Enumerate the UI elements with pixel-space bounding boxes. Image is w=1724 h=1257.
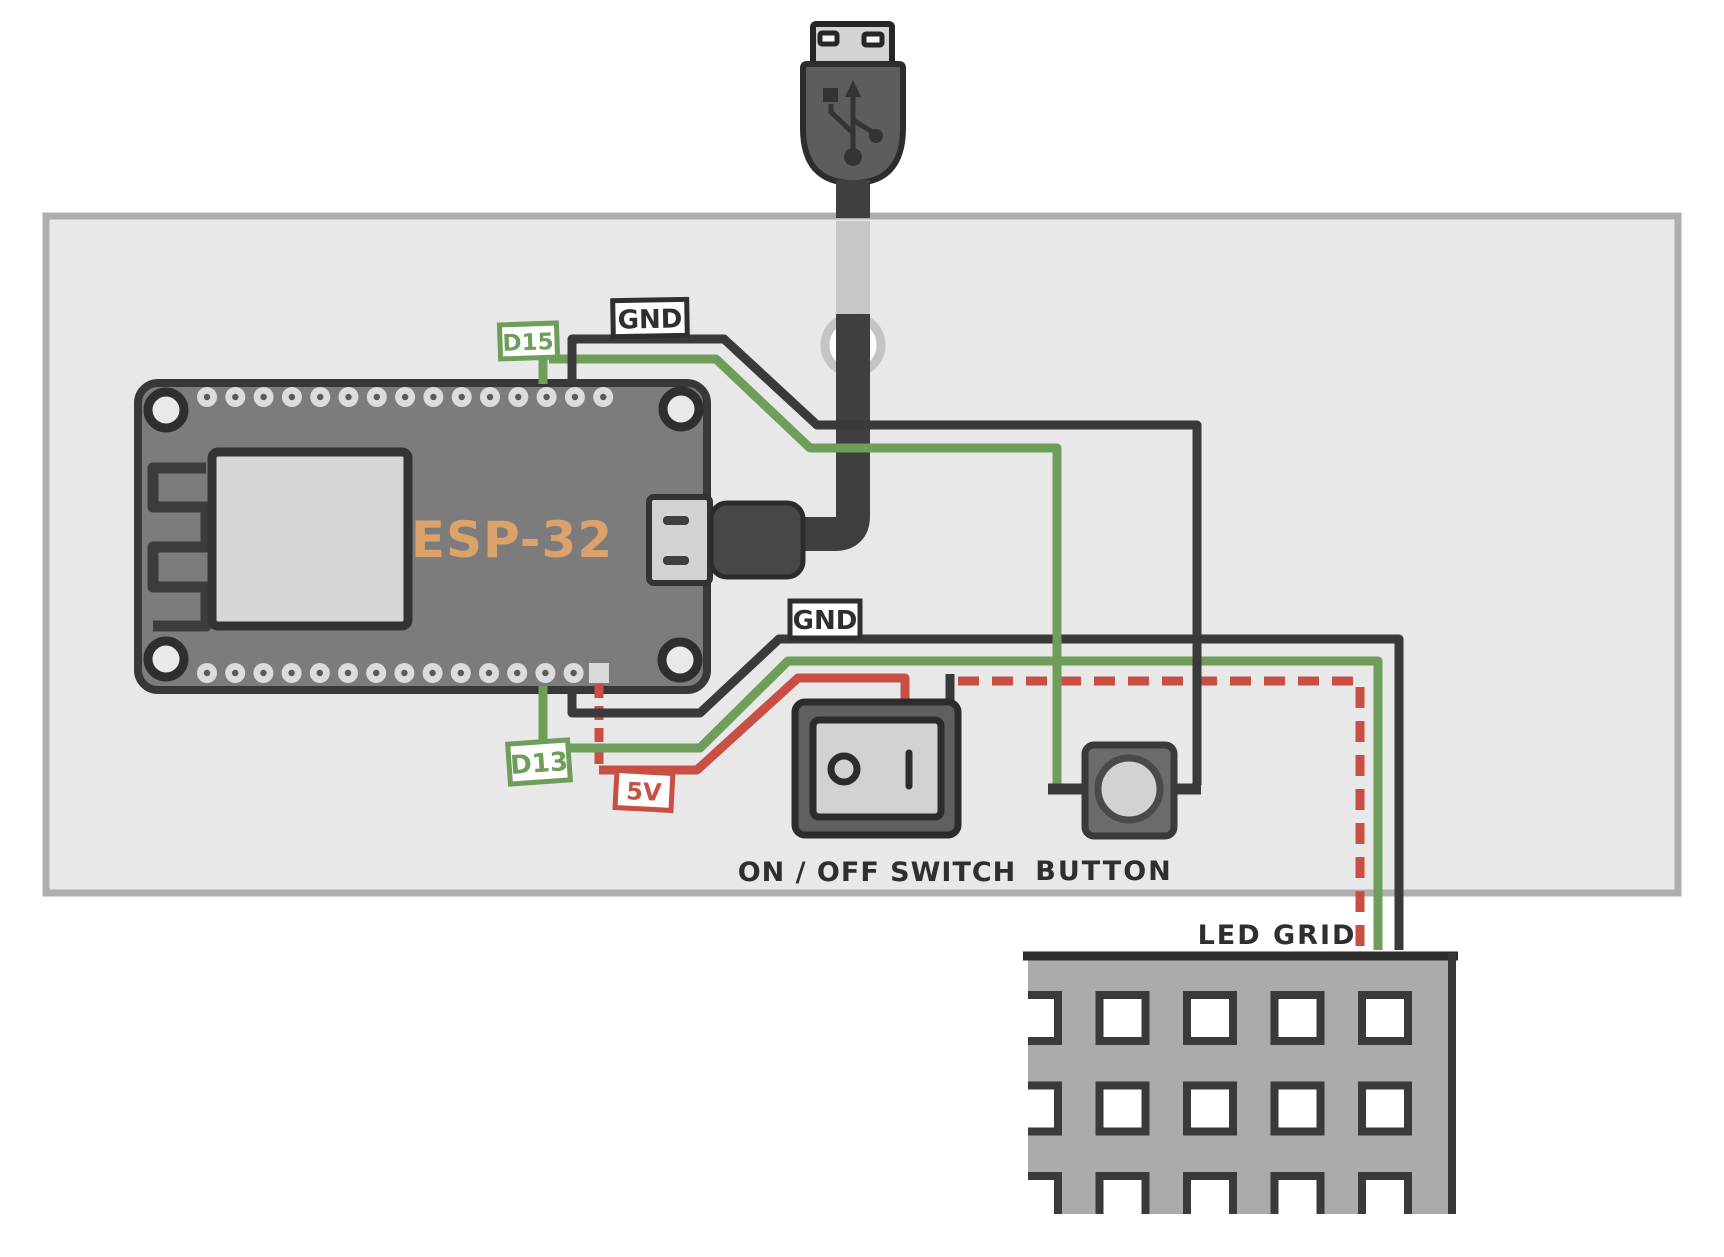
label-gnd-top: GND [610,296,690,340]
led-cell [1270,1172,1325,1214]
label-d13: D13 [505,737,573,787]
led-cell [1028,1172,1062,1214]
pin-hole-center [203,669,211,677]
wire-d13-to-grid [538,656,1383,950]
pin-hole-center [600,393,607,401]
button-label: BUTTON [1035,856,1173,887]
pin-hole-center [288,393,296,401]
led-cells [1028,991,1412,1214]
pin-hole-center [317,393,324,401]
led-cell [1358,991,1412,1045]
pin-hole-center [203,393,211,401]
micro-usb-plug [708,500,806,580]
led-cell [1095,991,1150,1045]
5v-text: 5V [626,777,663,807]
led-cell [1183,1172,1237,1214]
d13-text: D13 [509,747,569,781]
label-5v: 5V [612,767,676,814]
port-slot [663,556,689,565]
usb-shell-slot-right [861,31,885,48]
usb-cable-upper [836,180,870,218]
switch-off-symbol [827,752,861,786]
label-d15: D15 [496,320,561,362]
pin-hole-center [316,669,323,677]
pin-hole-center [232,669,239,677]
pin-hole-center [232,393,239,401]
led-grid [1023,951,1458,1214]
pin-hole-center [373,669,380,677]
pin-hole-center [514,669,521,677]
pin-hole-center [542,669,549,677]
pin-hole-center [373,393,380,401]
gnd-bottom-text: GND [793,606,858,636]
led-cell [1183,1081,1237,1136]
pin-hole-center [515,393,522,401]
pin-hole-center [401,393,409,401]
pin-hole-center [430,393,437,401]
led-cell [1028,1081,1062,1136]
usb-cable-elbow [797,314,870,551]
antenna-trace-icon [147,462,212,632]
mounting-hole [657,637,703,683]
usb-cable-behind-panel [836,221,870,316]
pin-hole-center [570,669,577,677]
led-cell [1183,991,1237,1045]
switch-rocker [809,716,945,821]
on-off-switch [791,698,962,839]
mounting-hole [143,636,189,682]
wire-switched-power-dashed [958,676,1365,950]
esp32-board: ESP-32 [134,379,713,694]
esp32-label: ESP-32 [411,511,613,569]
wire-d15-to-button [538,354,1062,785]
led-cell [1095,1172,1150,1214]
d15-text: D15 [502,329,554,357]
pin-hole-center [260,669,267,677]
switch-label: ON / OFF SWITCH [738,857,1017,888]
pin-row-bottom [197,663,584,683]
micro-usb-port [646,494,713,586]
pin-hole-center [288,669,295,677]
mounting-hole [658,386,704,432]
wire-gnd-to-button [567,334,1202,785]
pin-hole-center [485,669,493,677]
pin-hole-center [345,393,352,401]
pin-hole-center [260,393,267,401]
led-cell [1358,1172,1412,1214]
led-cell [1028,991,1062,1045]
pin-hole-center [344,669,352,677]
label-gnd-bottom: GND [787,598,863,641]
port-slot [663,516,689,525]
usb-connector [800,21,906,218]
pin-hole-center [401,669,408,677]
led-cell [1270,991,1325,1045]
led-cell [1095,1081,1150,1136]
pin-hole-center [571,393,579,401]
esp32-shield-chip [207,447,413,631]
usb-trident-icon [823,80,883,166]
push-button [1081,741,1178,840]
button-cap [1094,754,1164,824]
mounting-hole [143,387,189,433]
pin-hole-center [457,669,464,677]
pin-hole-center [486,393,494,401]
led-cell [1358,1081,1412,1136]
wire-5v-to-switch [599,673,910,775]
led-grid-label: LED GRID [1198,920,1357,951]
led-cell [1270,1081,1325,1136]
usb-shell-slot-left [817,30,840,47]
pin-hole-center [458,393,465,401]
pin-hole-center [429,669,436,677]
pin-square-5v [589,663,609,683]
gnd-top-text: GND [617,304,682,335]
pin-row-top [197,387,614,407]
wire-gnd-to-grid [567,634,1404,950]
pin-hole-center [543,393,550,401]
